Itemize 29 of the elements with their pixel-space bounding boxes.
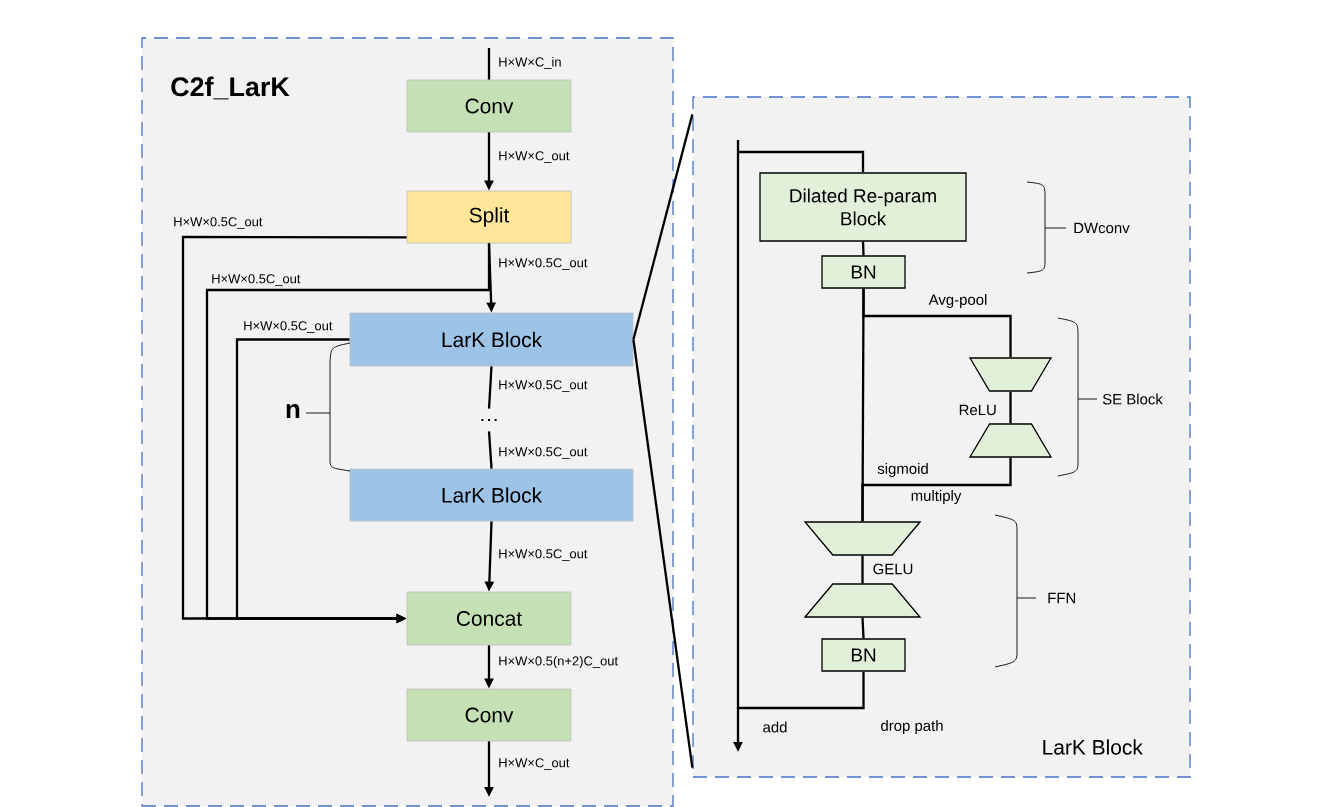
process-box: LarK Block — [349, 312, 634, 367]
process-box: Dilated Re-param Block — [759, 172, 967, 242]
label: multiply — [911, 490, 962, 504]
edge-label: H×W×0.5C_out — [242, 320, 334, 334]
label: FFN — [1048, 592, 1076, 604]
process-box: Conv — [406, 79, 572, 133]
edge-label: H×W×C_out — [497, 757, 571, 771]
edge-label: H×W×0.5C_out — [497, 379, 589, 393]
edge-label: sigmoid — [876, 462, 930, 478]
edge-label: H×W×0.5C_out — [497, 548, 589, 562]
edge-label: H×W×0.5C_out — [210, 273, 302, 287]
process-box: Concat — [406, 591, 572, 646]
edge-label: H×W×C_in — [497, 56, 563, 70]
label: DWconv — [1074, 222, 1130, 234]
process-box: LarK Block — [349, 468, 634, 522]
edge-label: H×W×0.5C_out — [172, 216, 264, 230]
ellipsis-text: … — [481, 418, 497, 422]
process-box: Conv — [406, 688, 572, 742]
label: n — [286, 404, 300, 418]
edge-label: H×W×0.5C_out — [497, 446, 589, 460]
label: SE Block — [1102, 393, 1163, 405]
process-box: BN — [821, 638, 906, 672]
process-box: BN — [821, 255, 906, 289]
edge-label: drop path — [879, 719, 945, 735]
edge-label: H×W×0.5C_out — [497, 257, 589, 271]
process-box: Split — [406, 190, 572, 244]
edge-label: Avg-pool — [927, 293, 989, 309]
label: add — [763, 721, 787, 733]
edge-label: H×W×C_out — [497, 150, 571, 164]
